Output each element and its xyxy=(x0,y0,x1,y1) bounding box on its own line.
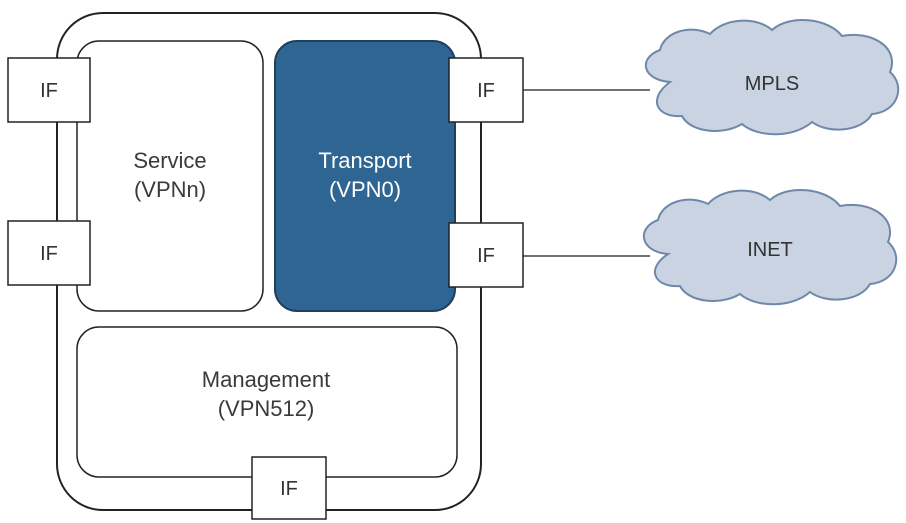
service-vpn-name: Service xyxy=(133,148,206,173)
interface-bottom-label: IF xyxy=(280,478,298,500)
service-vpn-id: (VPNn) xyxy=(134,177,206,202)
interface-right-top-label: IF xyxy=(477,80,495,102)
transport-vpn-name: Transport xyxy=(318,148,411,173)
interface-left-bottom: IF xyxy=(7,220,91,286)
mpls-cloud: MPLS xyxy=(644,19,900,136)
interface-left-bottom-label: IF xyxy=(40,243,58,265)
service-vpn-box: Service (VPNn) xyxy=(76,40,264,312)
inet-cloud-shape xyxy=(642,189,898,306)
interface-right-top: IF xyxy=(448,57,524,123)
interface-left-top: IF xyxy=(7,57,91,123)
management-vpn-id: (VPN512) xyxy=(218,396,315,421)
inet-cloud: INET xyxy=(642,189,898,306)
management-vpn-box: Management (VPN512) xyxy=(76,326,458,478)
interface-right-bottom-label: IF xyxy=(477,245,495,267)
interface-bottom: IF xyxy=(251,456,327,520)
mpls-cloud-label: MPLS xyxy=(745,73,799,95)
interface-left-top-label: IF xyxy=(40,80,58,102)
transport-vpn-box: Transport (VPN0) xyxy=(274,40,456,312)
management-vpn-name: Management xyxy=(202,367,330,392)
inet-cloud-label: INET xyxy=(747,239,793,261)
interface-right-bottom: IF xyxy=(448,222,524,288)
mpls-cloud-shape xyxy=(644,19,900,136)
transport-vpn-id: (VPN0) xyxy=(329,177,401,202)
